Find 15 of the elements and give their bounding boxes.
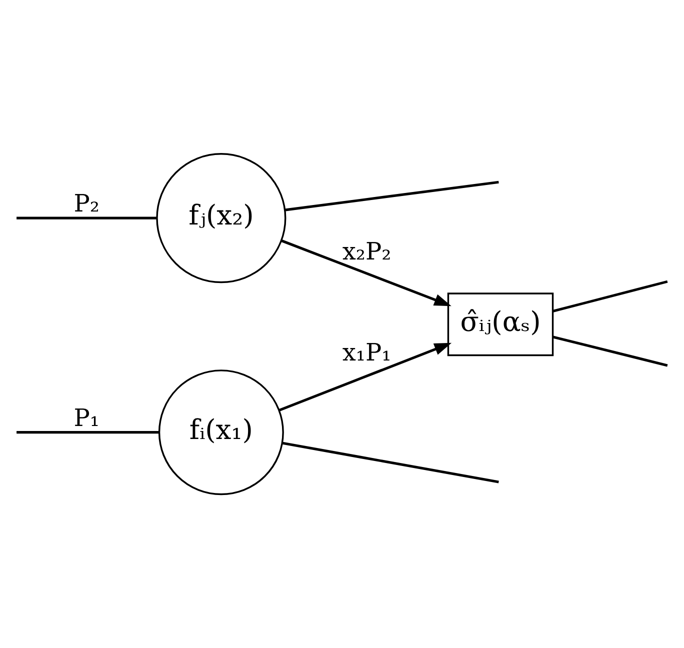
connector <box>285 180 499 212</box>
edge-label: x₂P₂ <box>342 238 392 266</box>
connector <box>16 216 157 220</box>
connector <box>16 431 160 434</box>
node-circle: fᵢ(x₁) <box>158 370 284 496</box>
edge-label: P₂ <box>74 190 100 218</box>
edge-label: P₁ <box>74 404 100 432</box>
node-circle: fⱼ(x₂) <box>156 153 286 284</box>
arrow <box>278 342 452 412</box>
connector <box>282 442 499 484</box>
arrow <box>280 239 452 306</box>
node-box: σ̂ᵢⱼ(αₛ) <box>447 292 554 356</box>
connector <box>552 336 668 367</box>
edge-label: x₁P₁ <box>342 338 392 367</box>
connector <box>552 280 668 312</box>
